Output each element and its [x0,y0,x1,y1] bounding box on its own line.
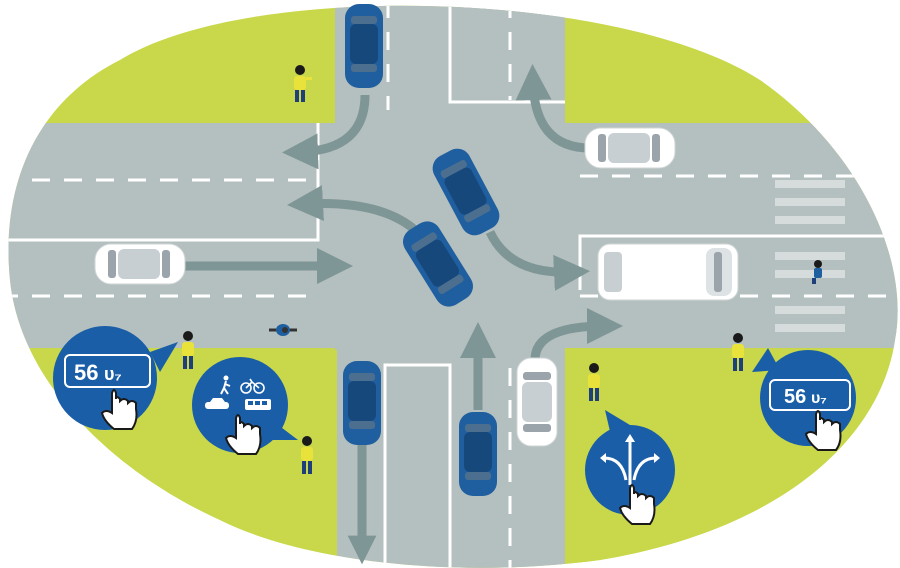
bicycle-icon [240,378,265,394]
bubble-display-right: 56 ᴜ₇ [752,348,856,451]
hand-pointer-icon [804,410,842,451]
arrow-right-icon [632,456,657,481]
van-white [597,243,739,301]
arrow-curve-right [485,229,590,291]
pedestrian-bottom-left [301,436,313,474]
arrow-turn-right-bottom [530,308,623,361]
car-blue-bottom-right [459,412,497,496]
car-white-top-right [584,127,676,169]
car-blue-top [345,4,383,88]
car-blue-center-lower [403,221,473,307]
pedestrian-bottom-right [732,333,744,371]
car-icon [205,398,229,409]
bubble-display-left: 56 ᴜ₇ [53,326,178,430]
pedestrian-icon [220,375,231,395]
arrow-turn-left-top [282,94,370,170]
traffic-arrows [185,64,623,565]
hand-pointer-icon [224,414,262,455]
pedestrian-left-bubble [182,331,194,369]
arrow-left-center [287,185,418,234]
car-white-left [94,243,186,285]
bus-icon [245,399,271,410]
bubble-directions [585,410,675,525]
cyclist [269,324,297,336]
arrow-turn-up-right [515,64,591,153]
display-glyph-right: ᴜ₇ [811,390,827,407]
car-blue-center-upper [432,148,500,236]
hand-pointer-icon [618,484,656,525]
display-number-right: 56 [784,386,806,408]
pedestrian-top-left [294,65,312,102]
car-blue-bottom-left [343,361,381,445]
car-white-bottom [516,357,558,447]
pedestrian-crosswalk [812,260,822,284]
bubble-transport-modes [192,357,298,455]
display-number-left: 56 [74,360,98,385]
hand-pointer-icon [100,389,138,430]
arrow-left-icon [603,456,628,481]
crosswalk [775,180,845,332]
pedestrian-bottom-center [588,363,600,401]
display-glyph-left: ᴜ₇ [104,364,122,384]
